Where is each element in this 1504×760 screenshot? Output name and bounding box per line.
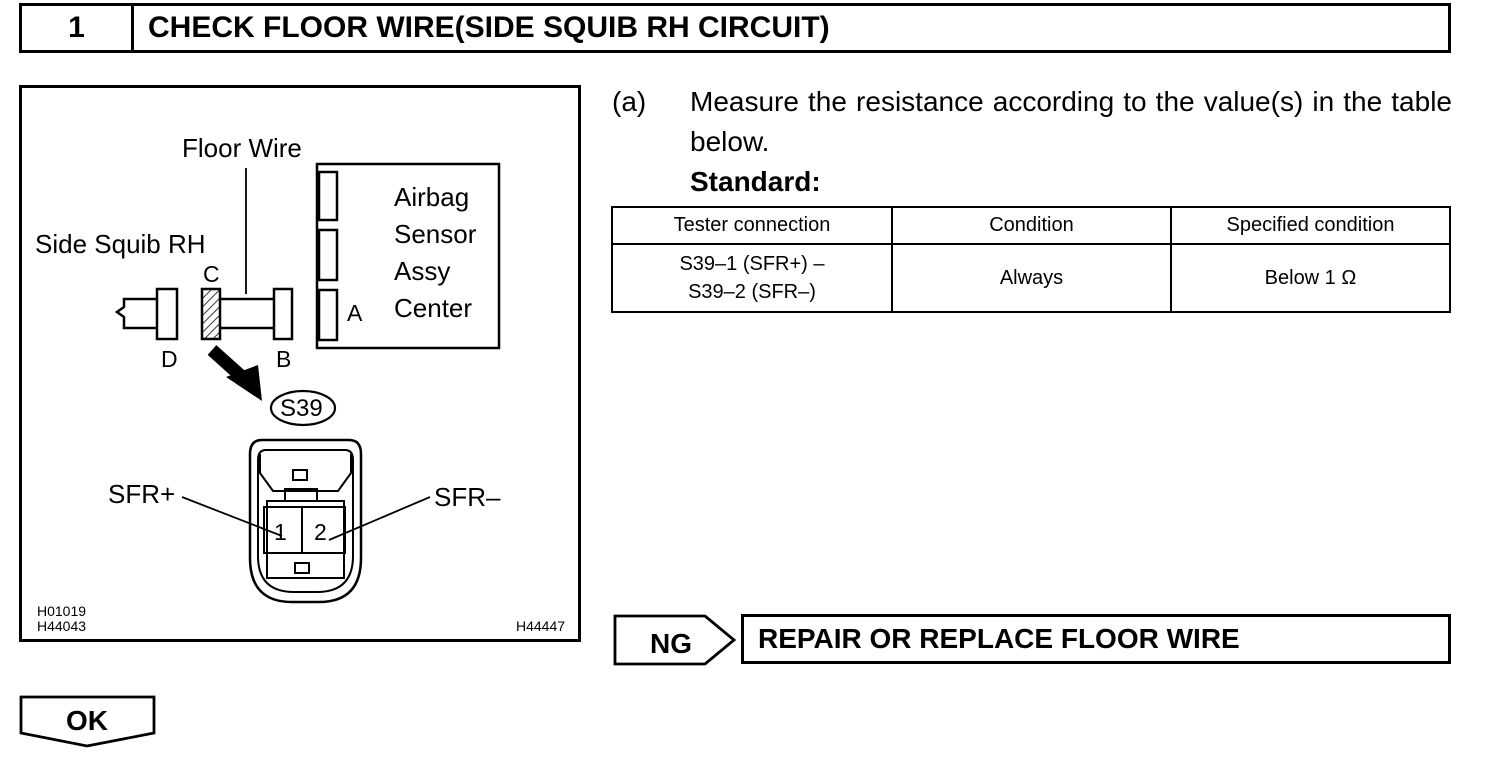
ok-label: OK: [66, 705, 108, 736]
airbag-label-line2: Sensor: [394, 219, 477, 249]
airbag-connector-a: [317, 288, 339, 342]
airbag-connector-2: [317, 228, 339, 282]
standard-label: Standard:: [690, 166, 821, 197]
table-header-row: Tester connection Condition Specified co…: [611, 206, 1451, 245]
airbag-label-line3: Assy: [394, 256, 451, 286]
connector-b-label: B: [276, 346, 292, 372]
header-tester-connection: Tester connection: [611, 206, 893, 245]
airbag-label-line1: Airbag: [394, 182, 470, 212]
pin-2-label: 2: [314, 519, 327, 545]
instruction-text: Measure the resistance according to the …: [690, 86, 1452, 157]
connector-b: [272, 287, 294, 341]
ng-label: NG: [650, 628, 692, 659]
figure-code-left-line2: H44043: [37, 617, 87, 634]
header-specified-condition: Specified condition: [1170, 206, 1451, 245]
sfr-minus-label: SFR–: [434, 482, 501, 512]
s39-bottom-tab: [294, 562, 310, 574]
side-squib-rh-label: Side Squib RH: [35, 229, 206, 259]
floor-wire-label: Floor Wire: [182, 133, 302, 163]
squib-plug: [114, 297, 157, 330]
sfr-plus-leader: [181, 496, 283, 537]
sfr-minus-leader: [328, 496, 431, 541]
tester-line2: S39–2 (SFR–): [688, 281, 816, 303]
wiring-diagram: Floor Wire Side Squib RH Airbag Sensor A…: [19, 85, 581, 642]
connector-a-label: A: [347, 300, 363, 326]
sfr-plus-label: SFR+: [108, 479, 176, 509]
airbag-connector-1: [317, 170, 339, 222]
s39-top-tab: [292, 469, 308, 481]
ok-result: OK: [19, 695, 157, 754]
figure-code-left-line1: H01019: [37, 603, 87, 619]
spec-table: Tester connection Condition Specified co…: [611, 206, 1451, 313]
airbag-sensor-box: [315, 162, 501, 350]
ok-arrow-shape: [19, 695, 156, 748]
connector-id-oval: [269, 389, 337, 427]
tester-line1: S39–1 (SFR+) –: [679, 253, 825, 275]
step-number: 1: [22, 6, 134, 50]
cell-specified-condition: Below 1 Ω: [1170, 243, 1451, 313]
arrow-head: [226, 365, 262, 401]
arrow-shaft: [207, 345, 246, 381]
step-title: CHECK FLOOR WIRE(SIDE SQUIB RH CIRCUIT): [148, 11, 830, 44]
instruction-letter: (a): [612, 86, 647, 117]
ng-result: NG: [613, 614, 737, 671]
s39-pin-block: [263, 506, 346, 554]
connector-d: [155, 287, 179, 341]
s39-latch: [259, 454, 352, 492]
figure-code-right: H44447: [516, 618, 566, 634]
cell-condition: Always: [891, 243, 1172, 313]
s39-outer: [248, 438, 363, 604]
ng-arrow-shape: [613, 614, 737, 666]
connector-id-label: S39: [280, 395, 323, 422]
diagram-drawing: [114, 162, 501, 604]
s39-inner: [257, 449, 354, 593]
table-row: S39–1 (SFR+) – S39–2 (SFR–) Always Below…: [611, 243, 1451, 313]
connector-c: [200, 287, 222, 341]
pin-1-label: 1: [274, 519, 287, 545]
connector-d-label: D: [161, 346, 178, 372]
cell-tester-connection: S39–1 (SFR+) – S39–2 (SFR–): [611, 243, 893, 313]
ng-action-box: REPAIR OR REPLACE FLOOR WIRE: [741, 614, 1451, 664]
airbag-label-line4: Center: [394, 293, 473, 323]
connector-c-label: C: [203, 261, 220, 287]
header-condition: Condition: [891, 206, 1172, 245]
step-header: 1 CHECK FLOOR WIRE(SIDE SQUIB RH CIRCUIT…: [19, 3, 1451, 53]
figure-code-left: H01019 H44043: [37, 604, 86, 633]
